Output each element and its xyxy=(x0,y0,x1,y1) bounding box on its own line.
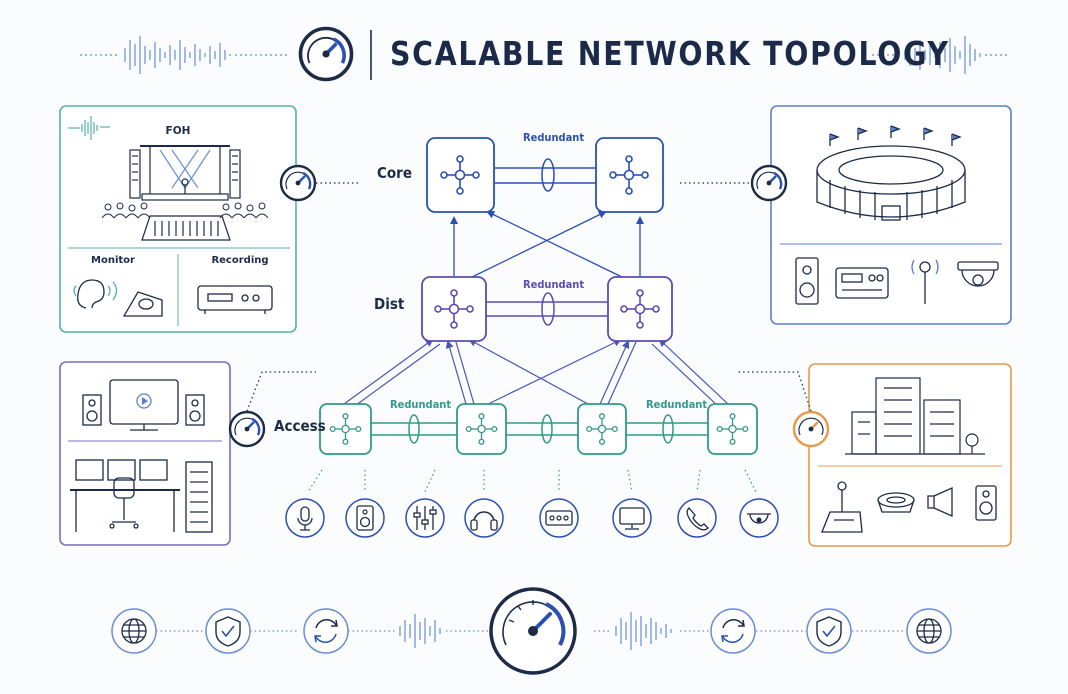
monitor-icon[interactable] xyxy=(612,498,652,538)
core-switch-left[interactable] xyxy=(426,137,495,213)
ceiling-speaker-icon xyxy=(877,492,915,513)
office-buildings-icon xyxy=(845,377,985,455)
panel-speedometer-icon xyxy=(750,164,788,202)
redundant-label-dist: Redundant xyxy=(523,278,585,291)
phone-icon[interactable] xyxy=(677,498,717,538)
footer-globe-icon-right xyxy=(906,608,952,654)
access-switch-3[interactable] xyxy=(577,403,627,455)
redundant-label-access-left: Redundant xyxy=(390,398,452,411)
microphone-icon[interactable] xyxy=(285,498,325,538)
footer-globe-icon-left xyxy=(111,608,157,654)
amplifier-icon xyxy=(835,267,889,299)
recording-label: Recording xyxy=(211,255,268,266)
dist-switch-left[interactable] xyxy=(421,276,487,342)
core-switch-right[interactable] xyxy=(595,137,664,213)
access-switch-1[interactable] xyxy=(319,403,372,455)
stage-concert-icon xyxy=(129,145,241,201)
panel-studio xyxy=(59,361,231,546)
dist-switch-right[interactable] xyxy=(607,276,673,342)
wireless-microphone-icon xyxy=(911,259,939,304)
panel-live-venue xyxy=(59,105,297,333)
header-waveform-left xyxy=(80,36,290,74)
header-speedometer-icon xyxy=(298,26,354,82)
paging-microphone-icon xyxy=(821,481,863,533)
footer-shield-check-icon-left xyxy=(205,608,251,654)
panel-speedometer-icon xyxy=(228,410,266,448)
foh-waveform-icon xyxy=(68,116,110,140)
panel-speedometer-icon xyxy=(279,164,317,202)
speaker-icon xyxy=(975,485,997,521)
tier-label-dist: Dist xyxy=(374,295,405,313)
footer-sync-icon-left xyxy=(303,608,349,654)
footer-waveform-right xyxy=(615,612,672,650)
redundant-label-access-right: Redundant xyxy=(646,398,708,411)
panel-stadium xyxy=(770,105,1012,325)
page-title: SCALABLE NETWORK TOPOLOGY xyxy=(390,34,950,73)
horn-speaker-icon xyxy=(927,486,953,518)
crowd-icon xyxy=(101,202,269,219)
stage-wedge-monitor-icon xyxy=(122,291,163,317)
access-switch-2[interactable] xyxy=(456,403,507,455)
dotted-connector xyxy=(246,371,316,412)
recorder-device-icon xyxy=(197,285,273,314)
access-dist-uplinks xyxy=(343,338,729,409)
access-switch-4[interactable] xyxy=(707,403,758,455)
monitor-label: Monitor xyxy=(91,255,135,266)
access-redundant-links xyxy=(371,414,708,444)
stadium-icon xyxy=(816,125,966,221)
footer-waveform-left xyxy=(399,614,441,648)
io-box-icon[interactable] xyxy=(539,498,579,538)
redundant-label-core: Redundant xyxy=(523,131,585,144)
studio-monitor-screen-icon xyxy=(82,379,205,431)
dome-camera-icon xyxy=(957,261,999,287)
footer-shield-check-icon-right xyxy=(806,608,852,654)
foh-label: FOH xyxy=(166,125,191,137)
mixer-faders-icon[interactable] xyxy=(405,498,445,538)
speaker-icon[interactable] xyxy=(345,498,385,538)
speaker-icon xyxy=(795,257,819,305)
tier-label-access: Access xyxy=(274,417,326,435)
endpoint-drops xyxy=(307,469,757,493)
footer-sync-icon-right xyxy=(710,608,756,654)
dist-redundant-link xyxy=(486,292,608,326)
dotted-connector xyxy=(738,371,812,412)
tier-label-core: Core xyxy=(377,164,413,182)
workstation-desk-icon xyxy=(70,459,213,533)
dist-core-uplinks xyxy=(450,211,644,279)
headphones-icon[interactable] xyxy=(464,498,504,538)
footer-speedometer-icon xyxy=(489,587,577,675)
panel-speedometer-icon xyxy=(792,410,830,448)
dome-camera-icon[interactable] xyxy=(739,498,779,538)
mixing-console-icon xyxy=(141,215,231,241)
ear-icon xyxy=(73,279,118,309)
core-redundant-link xyxy=(494,158,596,192)
panel-office-campus xyxy=(808,363,1012,547)
header-waveform-right xyxy=(872,36,1010,74)
